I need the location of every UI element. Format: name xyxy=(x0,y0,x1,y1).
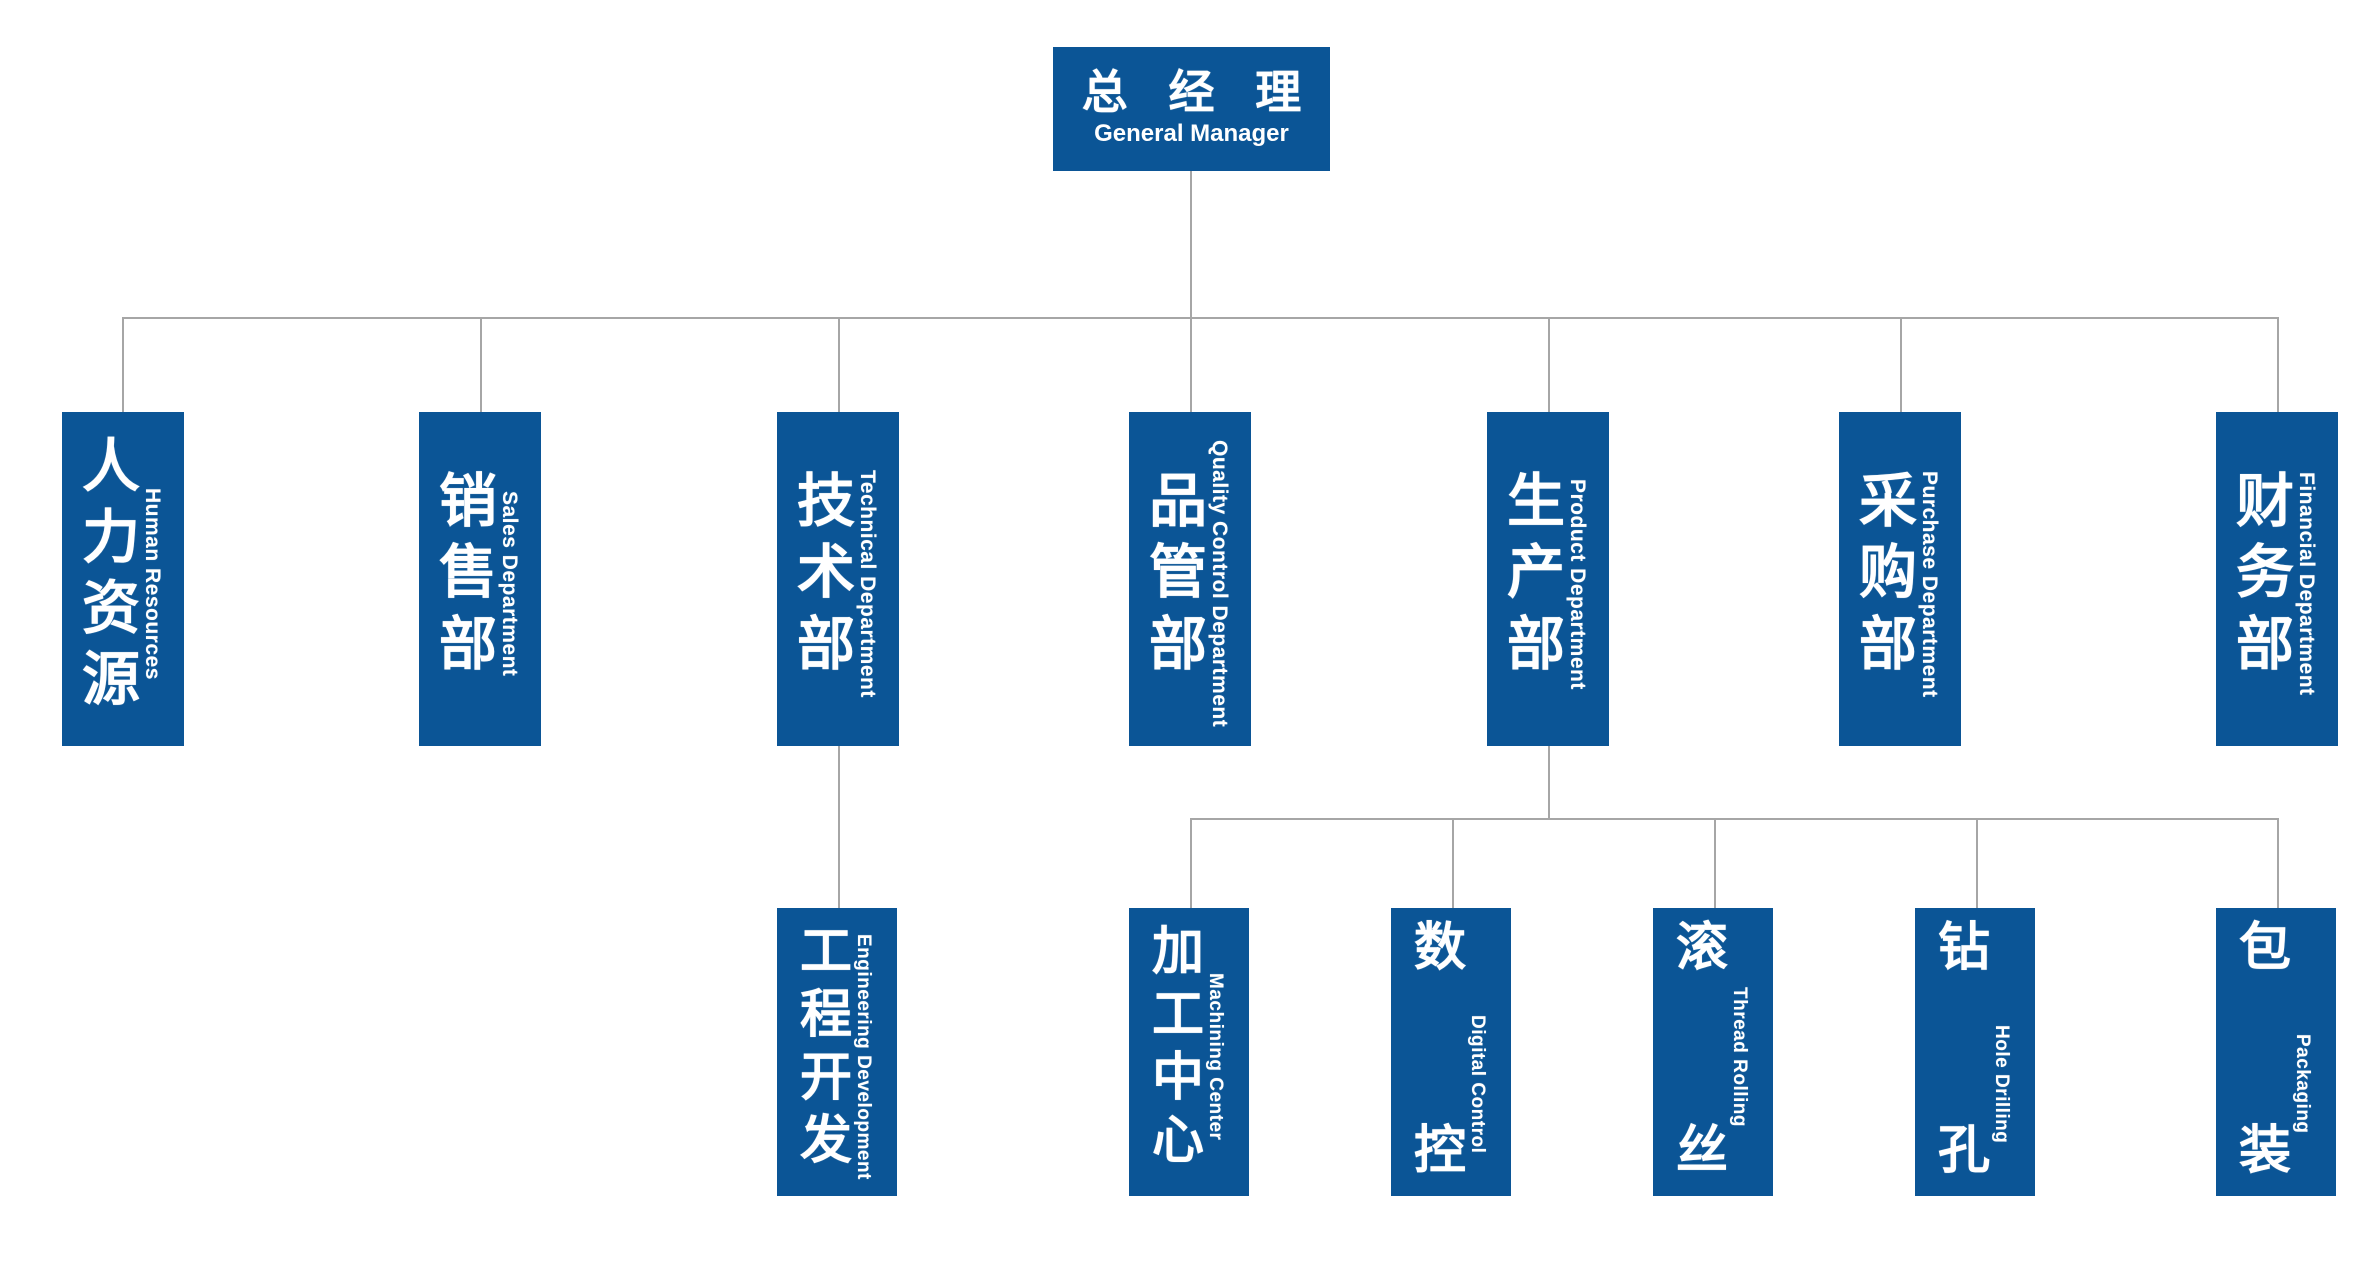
node-thread-rolling-label-en: Thread Rolling xyxy=(1729,987,1750,1127)
node-hole-drilling[interactable]: 钻孔 Hole Drilling xyxy=(1915,908,2035,1196)
connector-drop-financial xyxy=(2277,317,2279,412)
node-technical-department[interactable]: 技术部 Technical Department xyxy=(777,412,899,746)
connector-drop-packaging xyxy=(2277,818,2279,908)
node-packaging-label-en: Packaging xyxy=(2292,1034,2313,1134)
connector-drop-hole-drilling xyxy=(1976,818,1978,908)
node-human-resources[interactable]: 人力资源 Human Resources xyxy=(62,412,184,746)
connector-drop-purchase xyxy=(1900,317,1902,412)
connector-drop-machining-center xyxy=(1190,818,1192,908)
connector-drop-quality xyxy=(1190,317,1192,412)
connector-drop-sales xyxy=(480,317,482,412)
node-general-manager-label-cn: 总 经 理 xyxy=(1081,66,1316,119)
node-quality-control-department[interactable]: 品管部 Quality Control Department xyxy=(1129,412,1251,746)
node-human-resources-label-cn: 人力资源 xyxy=(81,433,140,713)
node-engineering-development[interactable]: 工程开发 Engineering Development xyxy=(777,908,897,1196)
node-thread-rolling[interactable]: 滚丝 Thread Rolling xyxy=(1653,908,1773,1196)
node-machining-center[interactable]: 加工中心 Machining Center xyxy=(1129,908,1249,1196)
node-engineering-development-label-en: Engineering Development xyxy=(853,934,874,1180)
node-financial-department-label-en: Financial Department xyxy=(2295,472,2318,696)
connector-drop-thread-rolling xyxy=(1714,818,1716,908)
node-thread-rolling-label-cn: 滚丝 xyxy=(1675,919,1728,1180)
node-general-manager[interactable]: 总 经 理 General Manager xyxy=(1053,47,1330,171)
node-sales-department[interactable]: 销售部 Sales Department xyxy=(419,412,541,746)
connector-drop-technical xyxy=(838,317,840,412)
node-product-department-label-cn: 生产部 xyxy=(1506,469,1565,677)
node-hole-drilling-label-cn: 钻孔 xyxy=(1937,919,1990,1180)
node-digital-control[interactable]: 数控 Digital Control xyxy=(1391,908,1511,1196)
node-hole-drilling-label-en: Hole Drilling xyxy=(1991,1024,2012,1144)
connector-drop-human-resources xyxy=(122,317,124,412)
node-product-department[interactable]: 生产部 Product Department xyxy=(1487,412,1609,746)
node-quality-control-department-label-cn: 品管部 xyxy=(1148,469,1207,677)
node-purchase-department[interactable]: 采购部 Purchase Department xyxy=(1839,412,1961,746)
connector-drop-digital-control xyxy=(1452,818,1454,908)
node-packaging-label-cn: 包装 xyxy=(2238,919,2291,1180)
connector-level1-bus xyxy=(122,317,2277,319)
node-product-department-label-en: Product Department xyxy=(1566,478,1589,690)
node-digital-control-label-cn: 数控 xyxy=(1413,919,1466,1180)
connector-production-stem xyxy=(1548,746,1550,818)
node-machining-center-label-cn: 加工中心 xyxy=(1151,922,1204,1171)
node-quality-control-department-label-en: Quality Control Department xyxy=(1208,440,1231,728)
connector-technical-to-engineering xyxy=(838,746,840,908)
node-technical-department-label-en: Technical Department xyxy=(856,470,879,698)
node-sales-department-label-cn: 销售部 xyxy=(438,469,497,677)
node-technical-department-label-cn: 技术部 xyxy=(796,469,855,677)
node-purchase-department-label-en: Purchase Department xyxy=(1918,470,1941,698)
node-financial-department[interactable]: 财务部 Financial Department xyxy=(2216,412,2338,746)
node-digital-control-label-en: Digital Control xyxy=(1467,1014,1488,1154)
node-purchase-department-label-cn: 采购部 xyxy=(1858,469,1917,677)
node-financial-department-label-cn: 财务部 xyxy=(2235,469,2294,677)
node-packaging[interactable]: 包装 Packaging xyxy=(2216,908,2336,1196)
connector-drop-production xyxy=(1548,317,1550,412)
connector-root-stem xyxy=(1190,171,1192,318)
node-engineering-development-label-cn: 工程开发 xyxy=(799,922,852,1171)
node-machining-center-label-en: Machining Center xyxy=(1205,973,1226,1141)
node-sales-department-label-en: Sales Department xyxy=(498,491,521,677)
node-general-manager-label-en: General Manager xyxy=(1094,119,1289,147)
node-human-resources-label-en: Human Resources xyxy=(141,488,164,680)
connector-level2-bus xyxy=(1190,818,2277,820)
